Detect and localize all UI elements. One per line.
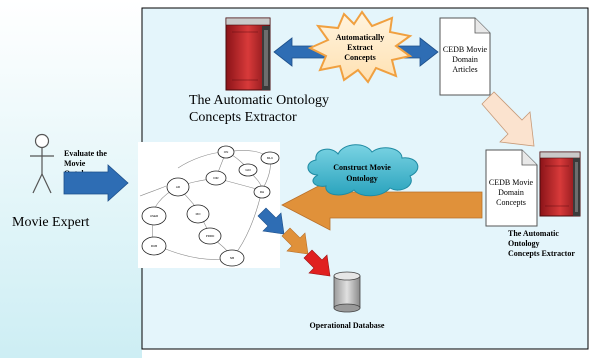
movie-expert-actor (30, 133, 54, 194)
extractor-right-title-2: Ontology (508, 239, 540, 248)
ontology-node-label-rh: RH (260, 190, 264, 194)
articles-document-fold (474, 18, 490, 34)
extract-starburst (307, 10, 413, 84)
graph-orange-arrow (281, 227, 309, 255)
ontology-node-mo (186, 204, 210, 224)
concepts-line-2: Domain (498, 188, 524, 197)
construct-cloud (307, 144, 419, 197)
evaluate-line-1: Evaluate the (64, 149, 107, 158)
ontology-node-label-gdi: GDI (245, 168, 251, 172)
graph-blue-arrow (257, 207, 285, 235)
concepts-line-3: Concepts (496, 198, 526, 207)
articles-line-1: CEDB Movie (443, 45, 488, 54)
ontology-node-on (217, 145, 235, 159)
articles-to-concepts-arrow (481, 91, 535, 147)
evaluate-line-2: Movie (64, 159, 86, 168)
server-top-icon (225, 17, 271, 91)
articles-document (439, 17, 491, 96)
articles-line-2: Domain (452, 55, 478, 64)
ontology-node-label-rub: RUB (151, 244, 157, 248)
server-right-icon (539, 151, 581, 217)
ontology-node-label-ar: AR (176, 185, 181, 189)
ontology-node-label-on: ON (224, 150, 229, 154)
ontology-node-label-user: USER (150, 214, 159, 218)
starburst-line-3: Concepts (344, 53, 376, 62)
ontology-node-label-nb: NB (230, 256, 234, 260)
ontology-node-label-mo: MO (196, 212, 201, 216)
starburst-line-1: Automatically (336, 33, 384, 42)
extractor-top-title-1: The Automatic Ontology (189, 93, 329, 108)
ontology-graph-nodes (141, 145, 280, 267)
cloud-line-1: Construct Movie (333, 163, 391, 172)
ontology-node-label-dir: DIR (213, 176, 219, 180)
database-label: Operational Database (310, 321, 385, 330)
database-red-arrow (303, 249, 331, 277)
concepts-document-fold (521, 150, 537, 166)
concepts-line-1: CEDB Movie (489, 178, 534, 187)
ontology-node-prrd (198, 227, 222, 245)
ontology-node-dir (205, 170, 227, 186)
evaluate-arrow (63, 164, 129, 202)
extractor-right-title-3: Concepts Extractor (508, 249, 575, 258)
extractor-right-title-1: The Automatic (508, 229, 559, 238)
ontology-node-mlc (260, 151, 280, 165)
concepts-document (485, 149, 538, 227)
articles-line-3: Articles (452, 65, 477, 74)
ontology-node-nb (219, 249, 245, 267)
starburst-line-2: Extract (347, 43, 373, 52)
ontology-node-label-prrd: PRRD (206, 234, 215, 238)
ontology-node-rub (141, 236, 167, 256)
ontology-node-gdi (238, 163, 258, 177)
cloud-line-2: Ontology (346, 174, 378, 183)
ontology-node-user (141, 206, 167, 226)
extractor-top-title-2: Concepts Extractor (189, 110, 297, 125)
ontology-node-rh (253, 185, 271, 199)
movie-expert-label: Movie Expert (12, 215, 89, 230)
ontology-node-ar (166, 177, 190, 197)
database-icon (333, 271, 361, 313)
ontology-node-label-mlc: MLC (267, 156, 274, 160)
